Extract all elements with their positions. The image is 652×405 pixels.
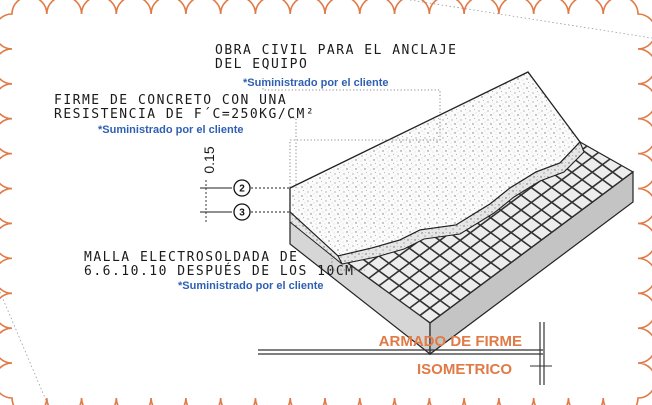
marker-2-label: 2 (239, 184, 245, 195)
firme-label-line2: RESISTENCIA DE F´C=250KG/CM² (54, 107, 315, 122)
malla-note: *Suministrado por el cliente (178, 280, 323, 292)
concrete-edge (337, 141, 585, 265)
marker-2-circle (233, 179, 251, 197)
leader-malla (331, 258, 365, 271)
diagram-title: ARMADO DE FIRME (379, 333, 522, 350)
guide-line-top (409, 0, 652, 39)
marker-3-circle (233, 203, 251, 221)
leader-firme (290, 117, 297, 188)
malla-label-line2: 6.6.10.10 DESPUÉS DE LOS 10CM (84, 263, 354, 279)
dimension-value: 0.15 (201, 146, 217, 173)
guide-line-left (0, 291, 49, 405)
marker-3-label: 3 (239, 208, 245, 219)
obra-civil-label-line2: DEL EQUIPO (215, 57, 308, 72)
diagram-subtitle: ISOMETRICO (417, 361, 512, 378)
concrete-front-edge (289, 188, 343, 265)
obra-civil-note: *Suministrado por el cliente (243, 77, 388, 89)
malla-label-line1: MALLA ELECTROSOLDADA DE (84, 250, 299, 265)
firme-label-line1: FIRME DE CONCRETO CON UNA (54, 93, 287, 108)
firme-note: *Suministrado por el cliente (98, 124, 243, 136)
obra-civil-label-line1: OBRA CIVIL PARA EL ANCLAJE (215, 43, 458, 58)
